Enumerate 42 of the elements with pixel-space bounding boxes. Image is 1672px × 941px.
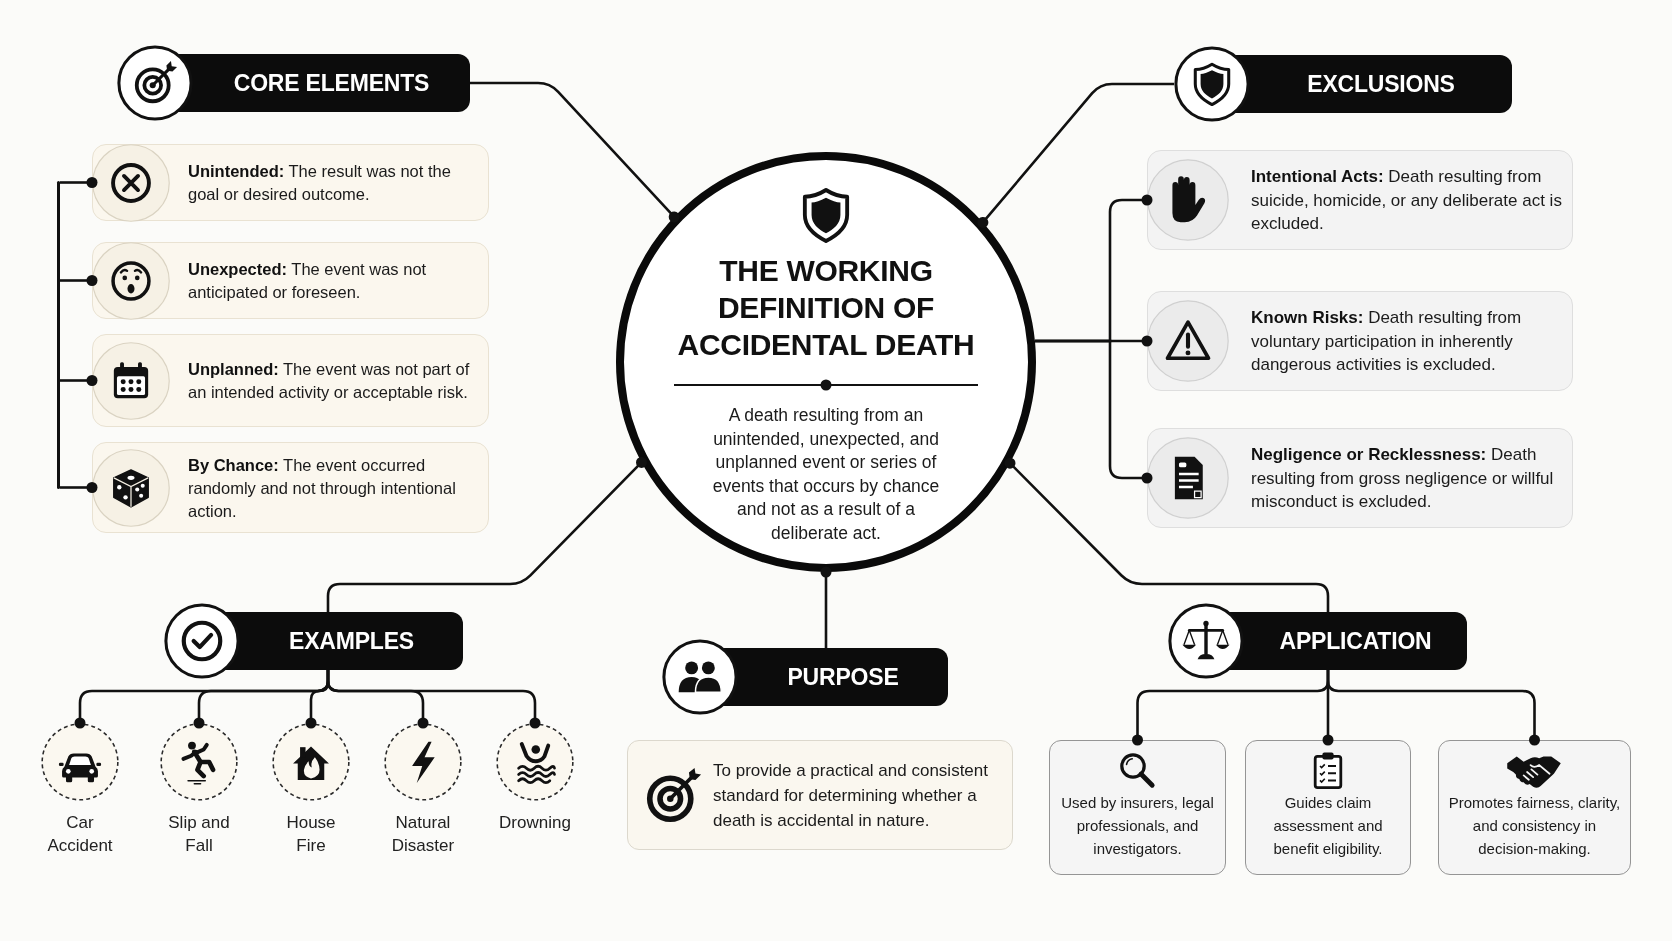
- card-text: Guides claim assessment and benefit eligibility.: [1272, 793, 1384, 859]
- info-card: [627, 740, 1013, 850]
- info-card: [92, 334, 489, 427]
- card-text: Unexpected: The event was not anticipated or foreseen.: [188, 258, 428, 303]
- card-text: To provide a practical and consistent standard for determining whether a death is accidental in nature.: [713, 759, 989, 832]
- card-text: Unplanned: The event was not part of an intended activity or acceptable risk.: [188, 358, 471, 403]
- info-card: [1147, 428, 1573, 528]
- connector: [1034, 339, 1153, 484]
- example-label: Natural Disaster: [390, 812, 456, 857]
- connector: [60, 482, 98, 493]
- connector: [326, 670, 541, 729]
- info-card: [1245, 740, 1411, 875]
- card-text: Promotes fairness, clarity, and consistency in decision-making.: [1447, 793, 1622, 859]
- example-label: House Fire: [285, 812, 337, 857]
- card-text: Used by insurers, legal professionals, and investigators.: [1060, 793, 1215, 859]
- card-text: Unintended: The result was not the goal or desired outcome.: [188, 160, 452, 205]
- connector: [1326, 670, 1540, 746]
- example-label: Car Accident: [46, 812, 114, 857]
- info-card: [1438, 740, 1631, 875]
- info-card: [92, 144, 489, 221]
- connector: [60, 275, 98, 286]
- connector: [977, 82, 1174, 228]
- card-text: By Chance: The event occurred randomly and not through intentional action.: [188, 454, 457, 521]
- card-text: Known Risks: Death resulting from voluntary participation in inherently dangerous activities is excluded.: [1251, 306, 1523, 376]
- example-label: Drowning: [498, 812, 572, 834]
- connector: [470, 81, 680, 223]
- card-text: Negligence or Recklessness: Death resulting from gross negligence or willful misconduct is excluded.: [1251, 443, 1555, 513]
- example-label: Slip and Fall: [167, 812, 231, 857]
- connector: [820, 566, 832, 648]
- bus-bar: [57, 181, 60, 489]
- connector: [1004, 457, 1330, 612]
- info-card: [1147, 291, 1573, 391]
- card-text: Intentional Acts: Death resulting from suicide, homicide, or any deliberate act is excluded.: [1251, 165, 1563, 235]
- info-card: [92, 442, 489, 533]
- connector: [60, 177, 98, 188]
- info-card: [1147, 150, 1573, 250]
- info-card: [1049, 740, 1226, 875]
- circle-title: THE WORKING DEFINITION OF ACCIDENTAL DEATH: [676, 253, 976, 363]
- definition-text: A death resulting from an unintended, unexpected, and unplanned event or series of events that occurs by chance and not as a result of a deliberate act.: [711, 404, 941, 545]
- info-card: [92, 242, 489, 319]
- connector: [326, 456, 647, 612]
- connector: [60, 375, 98, 386]
